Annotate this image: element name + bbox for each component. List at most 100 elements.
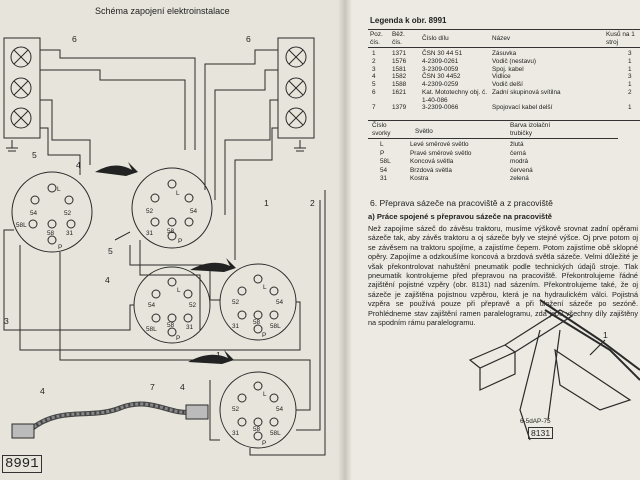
arrow-icon	[188, 350, 234, 364]
callout-1-b: 1	[216, 350, 221, 360]
legend-cell-nazev: Zadní skupinová svítilna	[492, 89, 561, 96]
svorky-cell-svetlo: Kostra	[410, 175, 429, 183]
callout-5-left: 5	[32, 150, 37, 160]
callout-4-c: 4	[40, 386, 45, 396]
pin-label: 54	[30, 210, 38, 217]
legend-cell-bez: 1379	[392, 104, 407, 111]
svorky-cell-cislo: 31	[380, 175, 388, 183]
arrow-icon	[190, 258, 236, 272]
pin-label: 52	[189, 302, 197, 309]
pin-label: 58L	[270, 430, 281, 437]
pin-label: 58	[253, 319, 261, 326]
left-rear-light-box	[3, 37, 41, 139]
svorky-cell-barva: žlutá	[510, 141, 524, 148]
svorky-cell-cislo: L	[380, 141, 384, 148]
legend-cell-bez: 1576	[392, 57, 407, 65]
legend-cell-nazev: Zásuvka	[492, 50, 517, 57]
cable-plug-right	[185, 404, 209, 420]
legend-cell-nazev: Vidlice	[492, 73, 511, 81]
pin-label: 54	[276, 299, 284, 306]
legend-cell-ks: 3	[628, 50, 632, 57]
callout-7: 7	[150, 382, 155, 392]
diagram-title: Schéma zapojení elektroinstalace	[95, 6, 230, 16]
pin-label: 52	[64, 210, 72, 217]
pin-label: L	[177, 287, 181, 294]
table-rule	[368, 29, 640, 30]
svorky-cell-svetlo: Koncová světla	[410, 158, 454, 166]
legend-cell-ks: 1	[628, 81, 632, 89]
svorky-cell-svetlo: Levé směrové světlo	[410, 141, 469, 148]
legend-cell-nazev: Vodič (nestavu)	[492, 57, 537, 65]
legend-cell-poz: 5	[372, 81, 376, 89]
pin-label: P	[176, 335, 181, 342]
table-rule	[368, 120, 640, 121]
svorky-header-svetlo: Světlo	[415, 128, 433, 135]
svorky-cell-svetlo: Pravé směrové světlo	[410, 149, 472, 157]
callout-6-left: 6	[72, 34, 77, 44]
callout-5-mid: 5	[108, 246, 113, 256]
pin-label: 58L	[270, 323, 281, 330]
pin-label: P	[58, 244, 63, 251]
lamp-left-1	[10, 46, 32, 68]
legend-cell-ks: 1	[628, 65, 632, 73]
legend-cell-poz: 7	[372, 104, 376, 111]
svorky-header-cislo: Číslo svorky	[372, 122, 391, 137]
callout-3: 3	[4, 316, 9, 326]
pin-label: 31	[66, 230, 74, 237]
book-gutter	[338, 0, 352, 480]
pin-label: P	[262, 332, 267, 339]
pin-label: 31	[186, 324, 194, 331]
cable-plug-left	[11, 423, 35, 439]
col-header-poz: Poz. čís.	[370, 31, 383, 46]
svorky-cell-barva: černá	[510, 149, 526, 157]
pin-label: L	[57, 186, 61, 193]
lamp-right-3	[285, 107, 307, 129]
figure-code: 6-5dAP-75	[520, 418, 551, 425]
figure-number-right: 8131	[528, 427, 554, 439]
legend-cell-ks: 1	[628, 57, 632, 65]
svorky-cell-barva: červená	[510, 166, 533, 174]
pin-label: 54	[148, 302, 156, 309]
lamp-left-2	[10, 77, 32, 99]
legend-cell-ks: 1	[628, 104, 632, 111]
pin-label: L	[263, 284, 267, 291]
svorky-cell-barva: modrá	[510, 158, 529, 166]
legend-cell-nazev: Spoj. kabel	[492, 65, 524, 73]
legend-cell-dil: 3-2309-0066	[422, 104, 459, 111]
legend-cell-bez: 1371	[392, 50, 407, 57]
pin-label: 58	[47, 230, 55, 237]
plug-a	[11, 171, 93, 253]
legend-cell-bez: 1581	[392, 65, 407, 73]
pin-label: 58	[253, 426, 261, 433]
col-header-bez: Běž. čís.	[392, 31, 405, 46]
pin-label: 52	[232, 406, 240, 413]
pin-label: 54	[190, 208, 198, 215]
body-paragraph: Než zapojíme sázeč do závěsu traktoru, m…	[368, 224, 638, 328]
legend-cell-ks: 3	[628, 73, 632, 81]
svorky-cell-cislo: P	[380, 149, 385, 157]
legend-cell-poz: 3	[372, 65, 376, 73]
svorky-cell-cislo: 58L	[380, 158, 391, 166]
pin-label: 31	[232, 430, 240, 437]
subsection-heading: a) Práce spojené s přepravou sázeče na p…	[368, 212, 553, 221]
lamp-left-3	[10, 107, 32, 129]
pin-label: 58L	[16, 222, 27, 229]
svorky-cell-barva: zelená	[510, 175, 529, 183]
callout-1-a: 1	[264, 198, 269, 208]
pin-label: P	[178, 238, 183, 245]
pin-label: 31	[232, 323, 240, 330]
legend-cell-poz: 1	[372, 50, 376, 57]
legend-cell-nazev: Spojovací kabel delší	[492, 104, 553, 111]
right-rear-light-box	[277, 37, 315, 139]
callout-4-a: 4	[76, 160, 81, 170]
pin-label: 31	[146, 230, 154, 237]
legend-cell-bez: 1588	[392, 81, 407, 89]
pin-label: 52	[146, 208, 154, 215]
pin-label: L	[263, 391, 267, 398]
legend-cell-poz: 6	[372, 89, 376, 96]
svorky-cell-cislo: 54	[380, 166, 388, 174]
pin-label: 52	[232, 299, 240, 306]
arrow-icon	[95, 162, 138, 176]
col-header-dil: Číslo dílu	[422, 35, 449, 42]
